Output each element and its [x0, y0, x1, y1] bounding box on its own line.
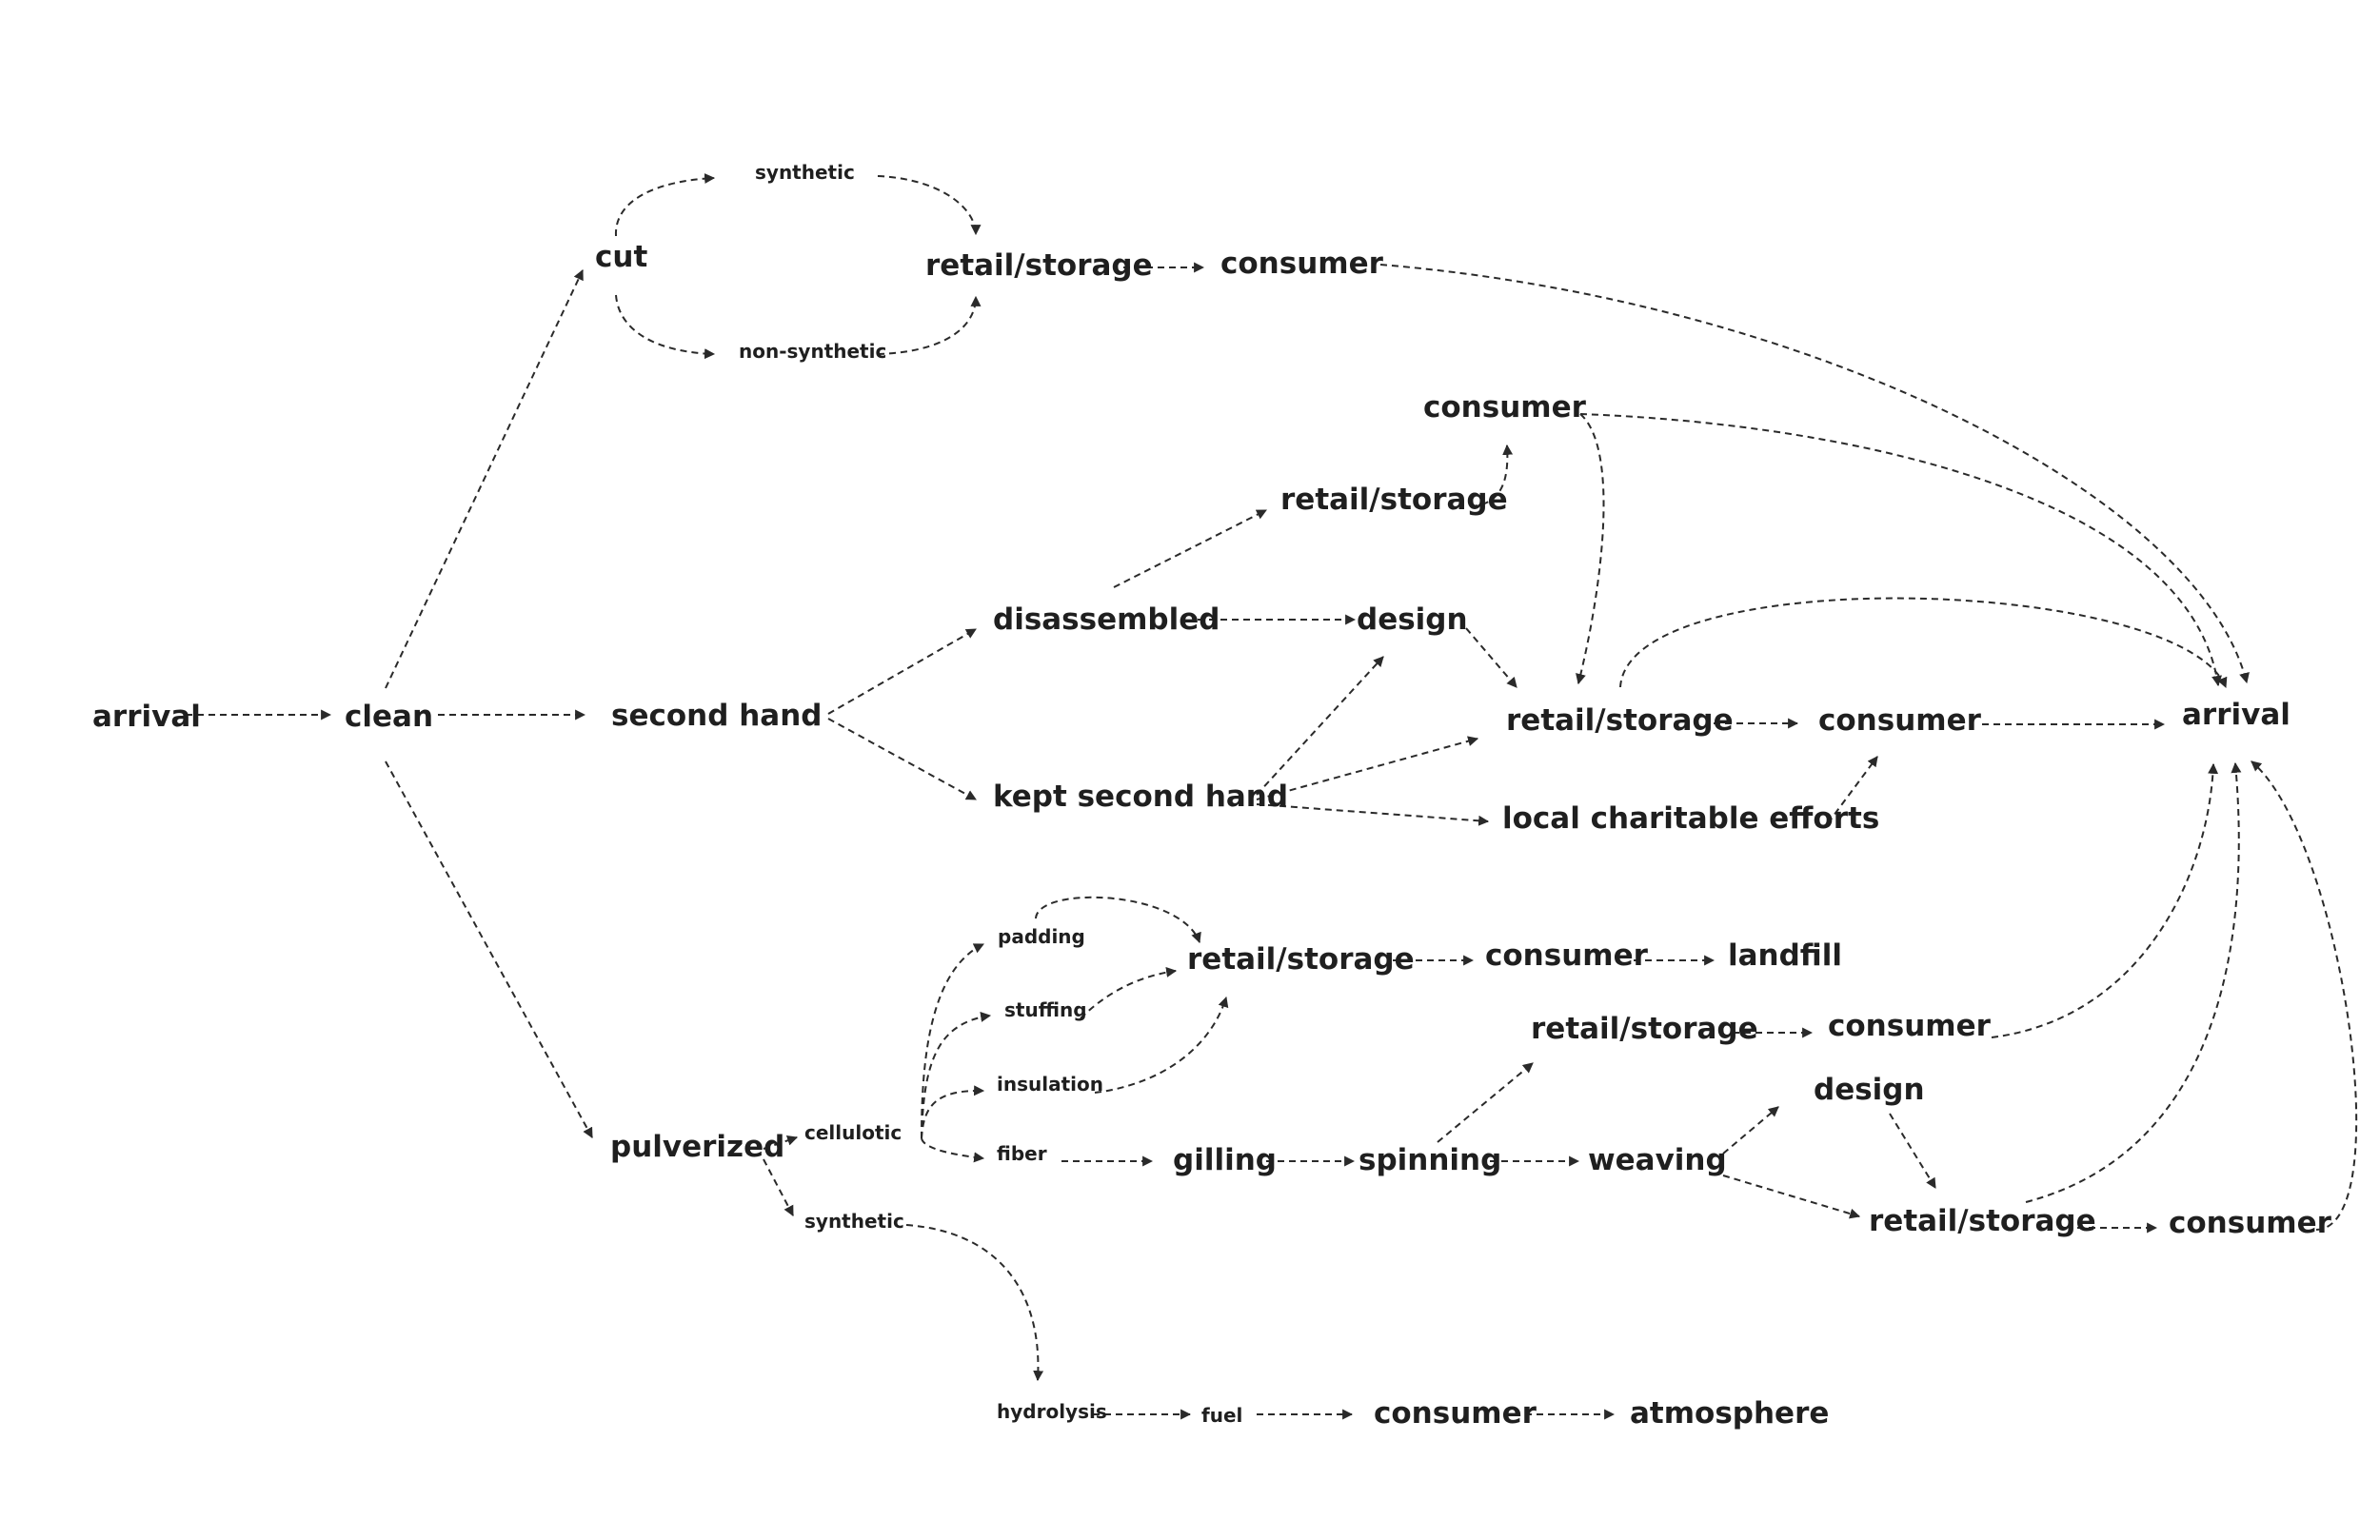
edge-kept-design: [1256, 656, 1384, 796]
edge-weaving-retail-low: [1722, 1175, 1861, 1219]
edge-cellulotic-padding: [921, 943, 984, 1139]
node-arrival-end: arrival: [2182, 698, 2291, 732]
node-fiber: fiber: [997, 1142, 1047, 1165]
node-cut: cut: [595, 240, 647, 274]
edge-cellulotic-fiber: [921, 1137, 985, 1163]
node-retail-storage-pad: retail/storage: [1187, 942, 1415, 977]
node-cellulotic: cellulotic: [804, 1121, 902, 1144]
node-kept-second-hand: kept second hand: [993, 780, 1288, 814]
edge-cellulotic-stuffing: [921, 1011, 992, 1139]
edge-consumer-top-arrival: [1379, 264, 2250, 684]
nodes: arrival clean cut synthetic non-syntheti…: [92, 161, 2332, 1431]
node-landfill: landfill: [1728, 938, 1842, 973]
node-retail-storage-mid: retail/storage: [1506, 703, 1734, 738]
edge-non-synthetic-retail: [877, 295, 982, 355]
node-design-low: design: [1814, 1073, 1925, 1107]
edge-consumer-upper-retail-mid: [1576, 413, 1605, 685]
node-atmosphere: atmosphere: [1630, 1396, 1829, 1431]
node-consumer-low: consumer: [2169, 1206, 2332, 1240]
node-arrival-start: arrival: [92, 700, 201, 734]
edge-cut-non-synthetic: [615, 294, 716, 360]
node-consumer-pad: consumer: [1485, 938, 1649, 973]
node-synthetic-low: synthetic: [804, 1210, 904, 1233]
node-design-mid: design: [1357, 602, 1468, 637]
node-clean: clean: [345, 700, 433, 734]
node-consumer-spin: consumer: [1828, 1009, 1992, 1043]
node-retail-storage-upper: retail/storage: [1280, 483, 1508, 517]
edge-kept-retail-mid: [1256, 736, 1479, 800]
node-consumer-fuel: consumer: [1374, 1396, 1537, 1431]
edge-padding-retail-pad: [1035, 896, 1201, 944]
edge-pulverized-synthetic-low: [763, 1158, 794, 1216]
node-retail-storage-spin: retail/storage: [1531, 1012, 1758, 1046]
edge-retail-upper-consumer-upper: [1470, 444, 1514, 507]
edge-spinning-retail-spin: [1437, 1062, 1534, 1143]
edge-retail-mid-arrival: [1619, 597, 2228, 689]
edge-consumer-upper-arrival: [1579, 413, 2222, 687]
edge-pulverized-cellulotic: [763, 1135, 799, 1150]
node-hydrolysis: hydrolysis: [997, 1400, 1107, 1423]
node-gilling: gilling: [1173, 1143, 1277, 1177]
edge-weaving-design-low: [1722, 1106, 1779, 1155]
node-consumer-top: consumer: [1220, 247, 1384, 281]
edge-second-hand-kept: [827, 718, 977, 800]
edge-local-charitable-consumer-mid: [1827, 756, 1878, 824]
node-consumer-upper: consumer: [1423, 390, 1587, 424]
edge-synthetic-retail: [877, 175, 982, 236]
node-second-hand: second hand: [611, 699, 822, 733]
node-insulation: insulation: [997, 1073, 1103, 1096]
edge-consumer-low-arrival: [2251, 760, 2358, 1231]
edge-clean-cut: [385, 269, 584, 689]
edges: [186, 173, 2358, 1420]
edge-second-hand-disassembled: [827, 628, 977, 715]
edge-insulation-retail-pad: [1094, 996, 1229, 1094]
node-pulverized: pulverized: [610, 1130, 784, 1164]
edge-cut-synthetic: [614, 173, 716, 237]
edge-retail-low-arrival: [2025, 761, 2242, 1203]
node-local-charitable-efforts: local charitable efforts: [1502, 801, 1879, 836]
node-weaving: weaving: [1588, 1143, 1727, 1177]
edge-synthetic-low-hydrolysis: [905, 1224, 1044, 1382]
edge-clean-pulverized: [385, 760, 593, 1138]
node-synthetic-top: synthetic: [755, 161, 855, 184]
node-disassembled: disassembled: [993, 602, 1220, 637]
node-fuel: fuel: [1201, 1404, 1242, 1427]
edge-cellulotic-insulation: [921, 1085, 985, 1139]
node-retail-storage-low: retail/storage: [1869, 1204, 2096, 1238]
edge-disassembled-retail-upper: [1113, 509, 1267, 588]
node-stuffing: stuffing: [1004, 998, 1087, 1021]
node-consumer-mid: consumer: [1818, 703, 1982, 738]
node-padding: padding: [998, 925, 1085, 948]
node-retail-storage-top: retail/storage: [925, 248, 1153, 283]
edge-kept-local-charitable: [1256, 803, 1490, 826]
edge-design-low-retail-low: [1889, 1113, 1936, 1189]
edge-consumer-spin-arrival: [1991, 762, 2219, 1038]
node-spinning: spinning: [1359, 1143, 1501, 1177]
edge-design-retail-mid: [1465, 627, 1517, 688]
edge-stuffing-retail-pad: [1080, 966, 1178, 1019]
node-non-synthetic: non-synthetic: [739, 340, 886, 363]
